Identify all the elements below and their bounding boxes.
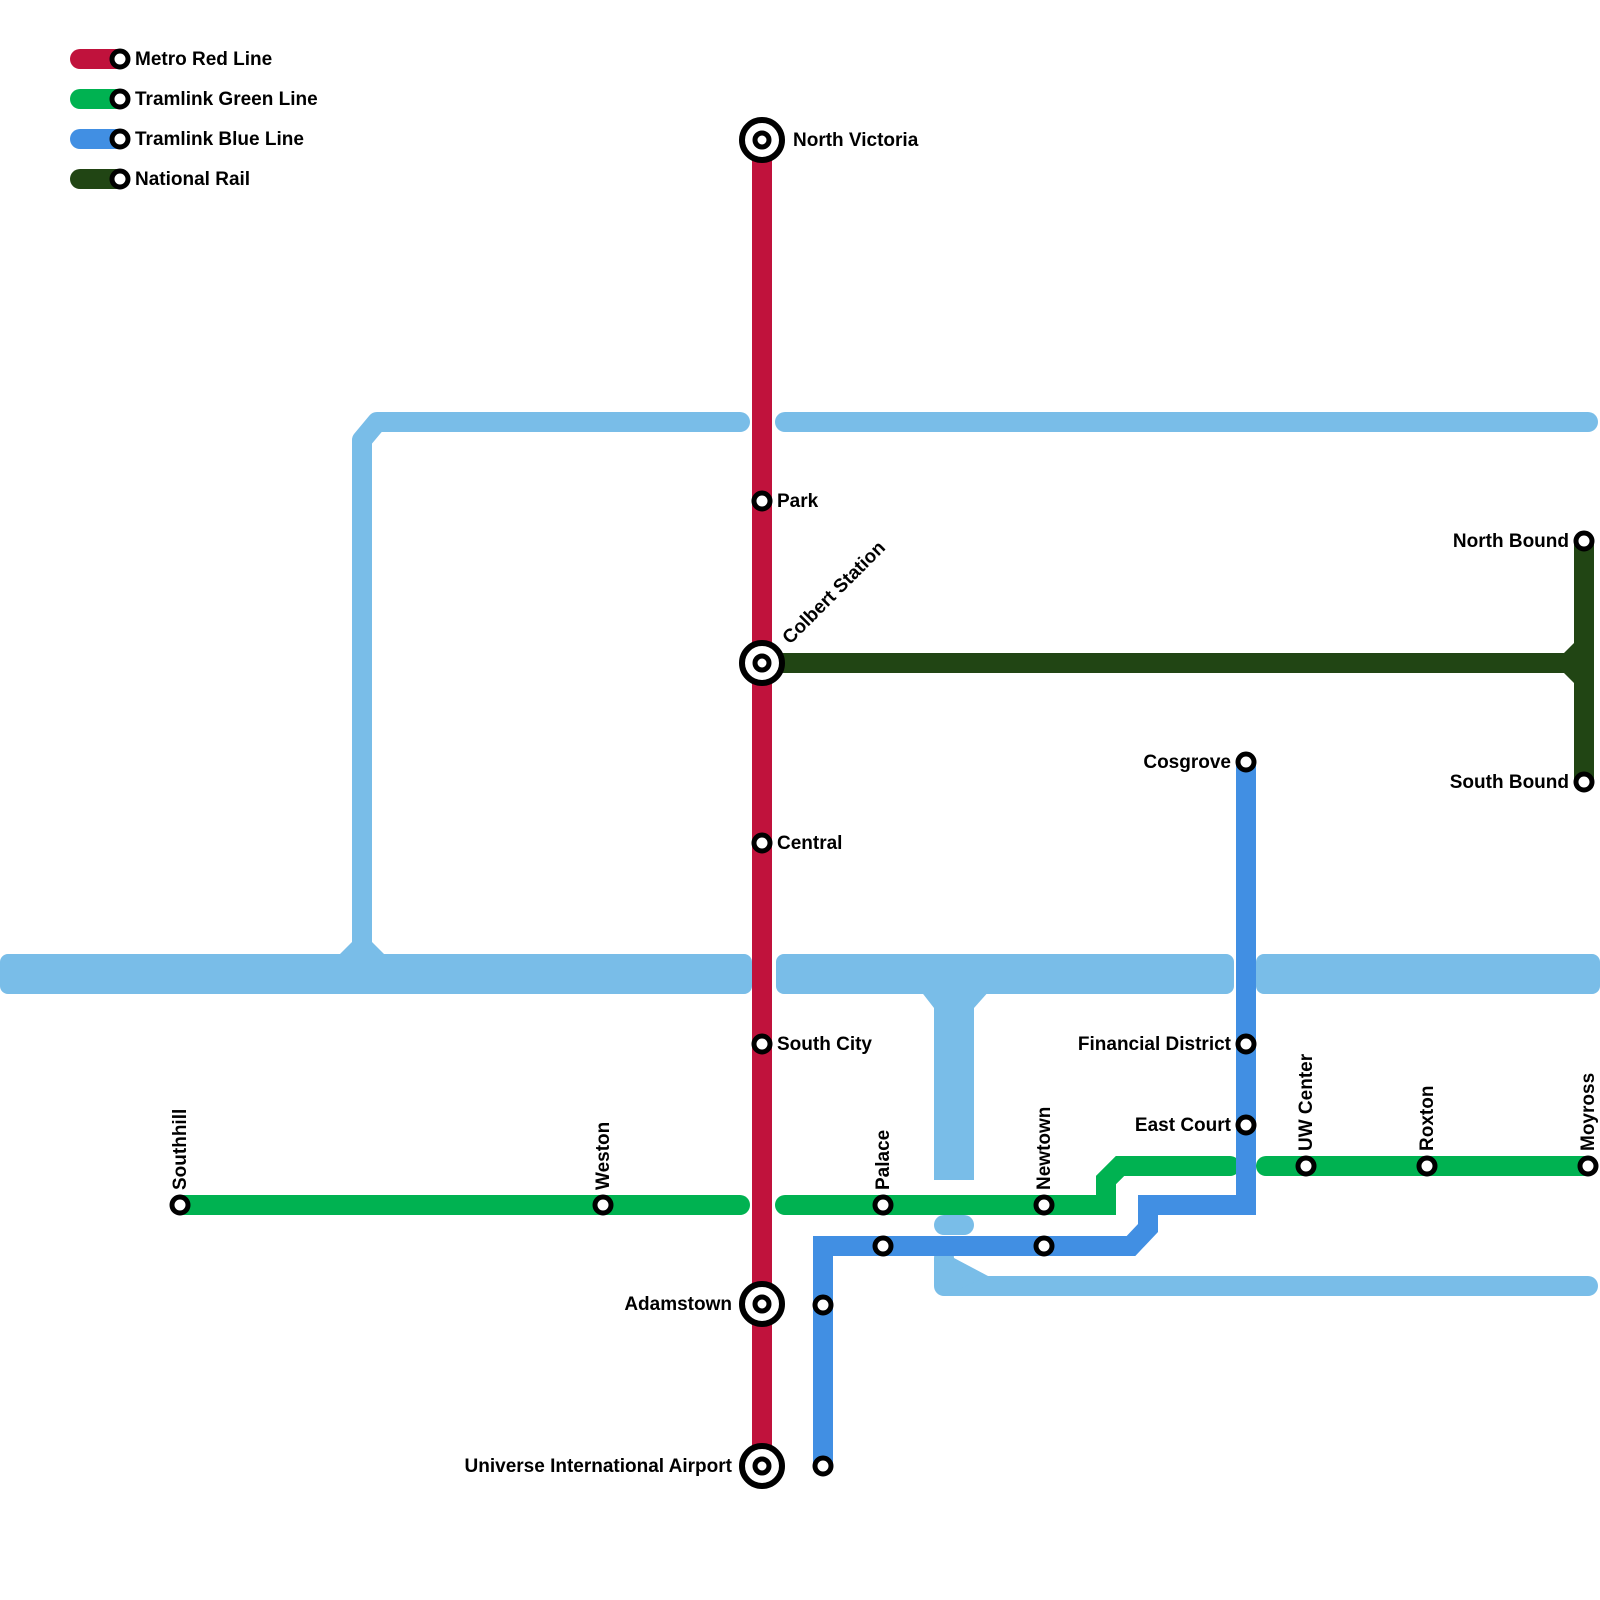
station-blue-south-1[interactable] — [812, 1294, 834, 1316]
station-south-city[interactable]: South City — [751, 1033, 872, 1055]
station-cosgrove[interactable]: Cosgrove — [1143, 751, 1257, 773]
station-icon[interactable] — [812, 1455, 834, 1477]
station-icon[interactable] — [1033, 1194, 1055, 1216]
station-label[interactable]: Weston — [593, 1122, 614, 1190]
river-south-branch — [934, 1248, 1598, 1296]
station-label[interactable]: Southhill — [170, 1109, 191, 1190]
station-icon[interactable] — [812, 1294, 834, 1316]
legend-station-icon — [109, 168, 131, 190]
legend-label-blue: Tramlink Blue Line — [135, 129, 304, 150]
station-park[interactable]: Park — [751, 490, 819, 512]
station-icon[interactable] — [592, 1194, 614, 1216]
station-icon[interactable] — [1295, 1155, 1317, 1177]
legend-item-red: Metro Red Line — [70, 48, 272, 70]
station-east-court[interactable]: East Court — [1135, 1114, 1257, 1136]
river-main-right — [1256, 954, 1600, 994]
interchange-core-icon — [752, 653, 772, 673]
station-central[interactable]: Central — [751, 832, 842, 854]
station-icon[interactable] — [1235, 1033, 1257, 1055]
river-junction-left — [336, 942, 388, 958]
station-icon[interactable] — [1235, 1114, 1257, 1136]
station-icon[interactable] — [872, 1194, 894, 1216]
station-icon[interactable] — [1573, 771, 1595, 793]
river-main-left — [0, 954, 752, 994]
station-label[interactable]: Park — [777, 491, 819, 512]
station-blue-south-2[interactable] — [812, 1455, 834, 1477]
station-universe-international-airport[interactable]: Universe International Airport — [465, 1443, 785, 1489]
station-palace[interactable]: Palace — [872, 1130, 894, 1216]
station-icon[interactable] — [1416, 1155, 1438, 1177]
station-icon[interactable] — [169, 1194, 191, 1216]
interchange-core-icon — [752, 1456, 772, 1476]
legend-item-blue: Tramlink Blue Line — [70, 128, 304, 150]
interchange-core-icon — [752, 1294, 772, 1314]
green-line-central[interactable] — [775, 1156, 1240, 1215]
station-label[interactable]: Roxton — [1417, 1086, 1438, 1151]
interchange-core-icon — [752, 130, 772, 150]
station-blue-newtown[interactable] — [1033, 1235, 1055, 1257]
station-label[interactable]: North Victoria — [793, 130, 919, 151]
legend: Metro Red Line Tramlink Green Line Traml… — [70, 48, 318, 190]
river-junction-mid — [920, 990, 990, 1008]
legend-station-icon — [109, 88, 131, 110]
station-label[interactable]: Moyross — [1578, 1073, 1599, 1151]
station-label[interactable]: North Bound — [1453, 531, 1569, 552]
legend-label-rail: National Rail — [135, 169, 250, 190]
rail-junction — [1560, 643, 1574, 683]
station-adamstown[interactable]: Adamstown — [624, 1281, 785, 1327]
station-label[interactable]: Colbert Station — [779, 537, 890, 648]
river-north-left — [352, 412, 750, 968]
station-weston[interactable]: Weston — [592, 1122, 614, 1216]
station-newtown[interactable]: Newtown — [1033, 1107, 1055, 1216]
legend-label-red: Metro Red Line — [135, 49, 272, 70]
legend-item-rail: National Rail — [70, 168, 250, 190]
station-label[interactable]: Universe International Airport — [465, 1456, 733, 1477]
river-main-mid — [776, 954, 1234, 994]
legend-station-icon — [109, 128, 131, 150]
station-icon[interactable] — [751, 832, 773, 854]
station-moyross[interactable]: Moyross — [1577, 1073, 1599, 1177]
station-southhill[interactable]: Southhill — [169, 1109, 191, 1216]
legend-station-icon — [109, 48, 131, 70]
national-rail-line[interactable] — [762, 541, 1594, 782]
blue-line[interactable] — [813, 764, 1256, 1466]
station-label[interactable]: South Bound — [1450, 772, 1569, 793]
station-label[interactable]: South City — [777, 1034, 872, 1055]
station-icon[interactable] — [1577, 1155, 1599, 1177]
station-roxton[interactable]: Roxton — [1416, 1086, 1438, 1177]
station-label[interactable]: Newtown — [1034, 1107, 1055, 1190]
legend-item-green: Tramlink Green Line — [70, 88, 318, 110]
station-icon[interactable] — [1033, 1235, 1055, 1257]
station-north-bound[interactable]: North Bound — [1453, 530, 1595, 552]
blue-line-route[interactable] — [813, 764, 1256, 1466]
station-icon[interactable] — [751, 1033, 773, 1055]
station-label[interactable]: Cosgrove — [1143, 752, 1231, 773]
station-uw-center[interactable]: UW Center — [1295, 1053, 1317, 1177]
station-financial-district[interactable]: Financial District — [1078, 1033, 1257, 1055]
water-features — [0, 412, 1600, 1296]
station-south-bound[interactable]: South Bound — [1450, 771, 1595, 793]
station-icon[interactable] — [1235, 751, 1257, 773]
station-label[interactable]: Adamstown — [624, 1294, 732, 1315]
river-south-bend — [934, 1258, 988, 1296]
station-icon[interactable] — [751, 490, 773, 512]
legend-label-green: Tramlink Green Line — [135, 89, 318, 110]
station-label[interactable]: UW Center — [1296, 1053, 1317, 1151]
station-icon[interactable] — [1573, 530, 1595, 552]
station-label[interactable]: Financial District — [1078, 1034, 1232, 1055]
station-blue-palace[interactable] — [872, 1235, 894, 1257]
station-icon[interactable] — [872, 1235, 894, 1257]
station-label[interactable]: East Court — [1135, 1115, 1232, 1136]
station-north-victoria[interactable]: North Victoria — [739, 117, 919, 163]
station-label[interactable]: Palace — [873, 1130, 894, 1190]
station-label[interactable]: Central — [777, 833, 842, 854]
